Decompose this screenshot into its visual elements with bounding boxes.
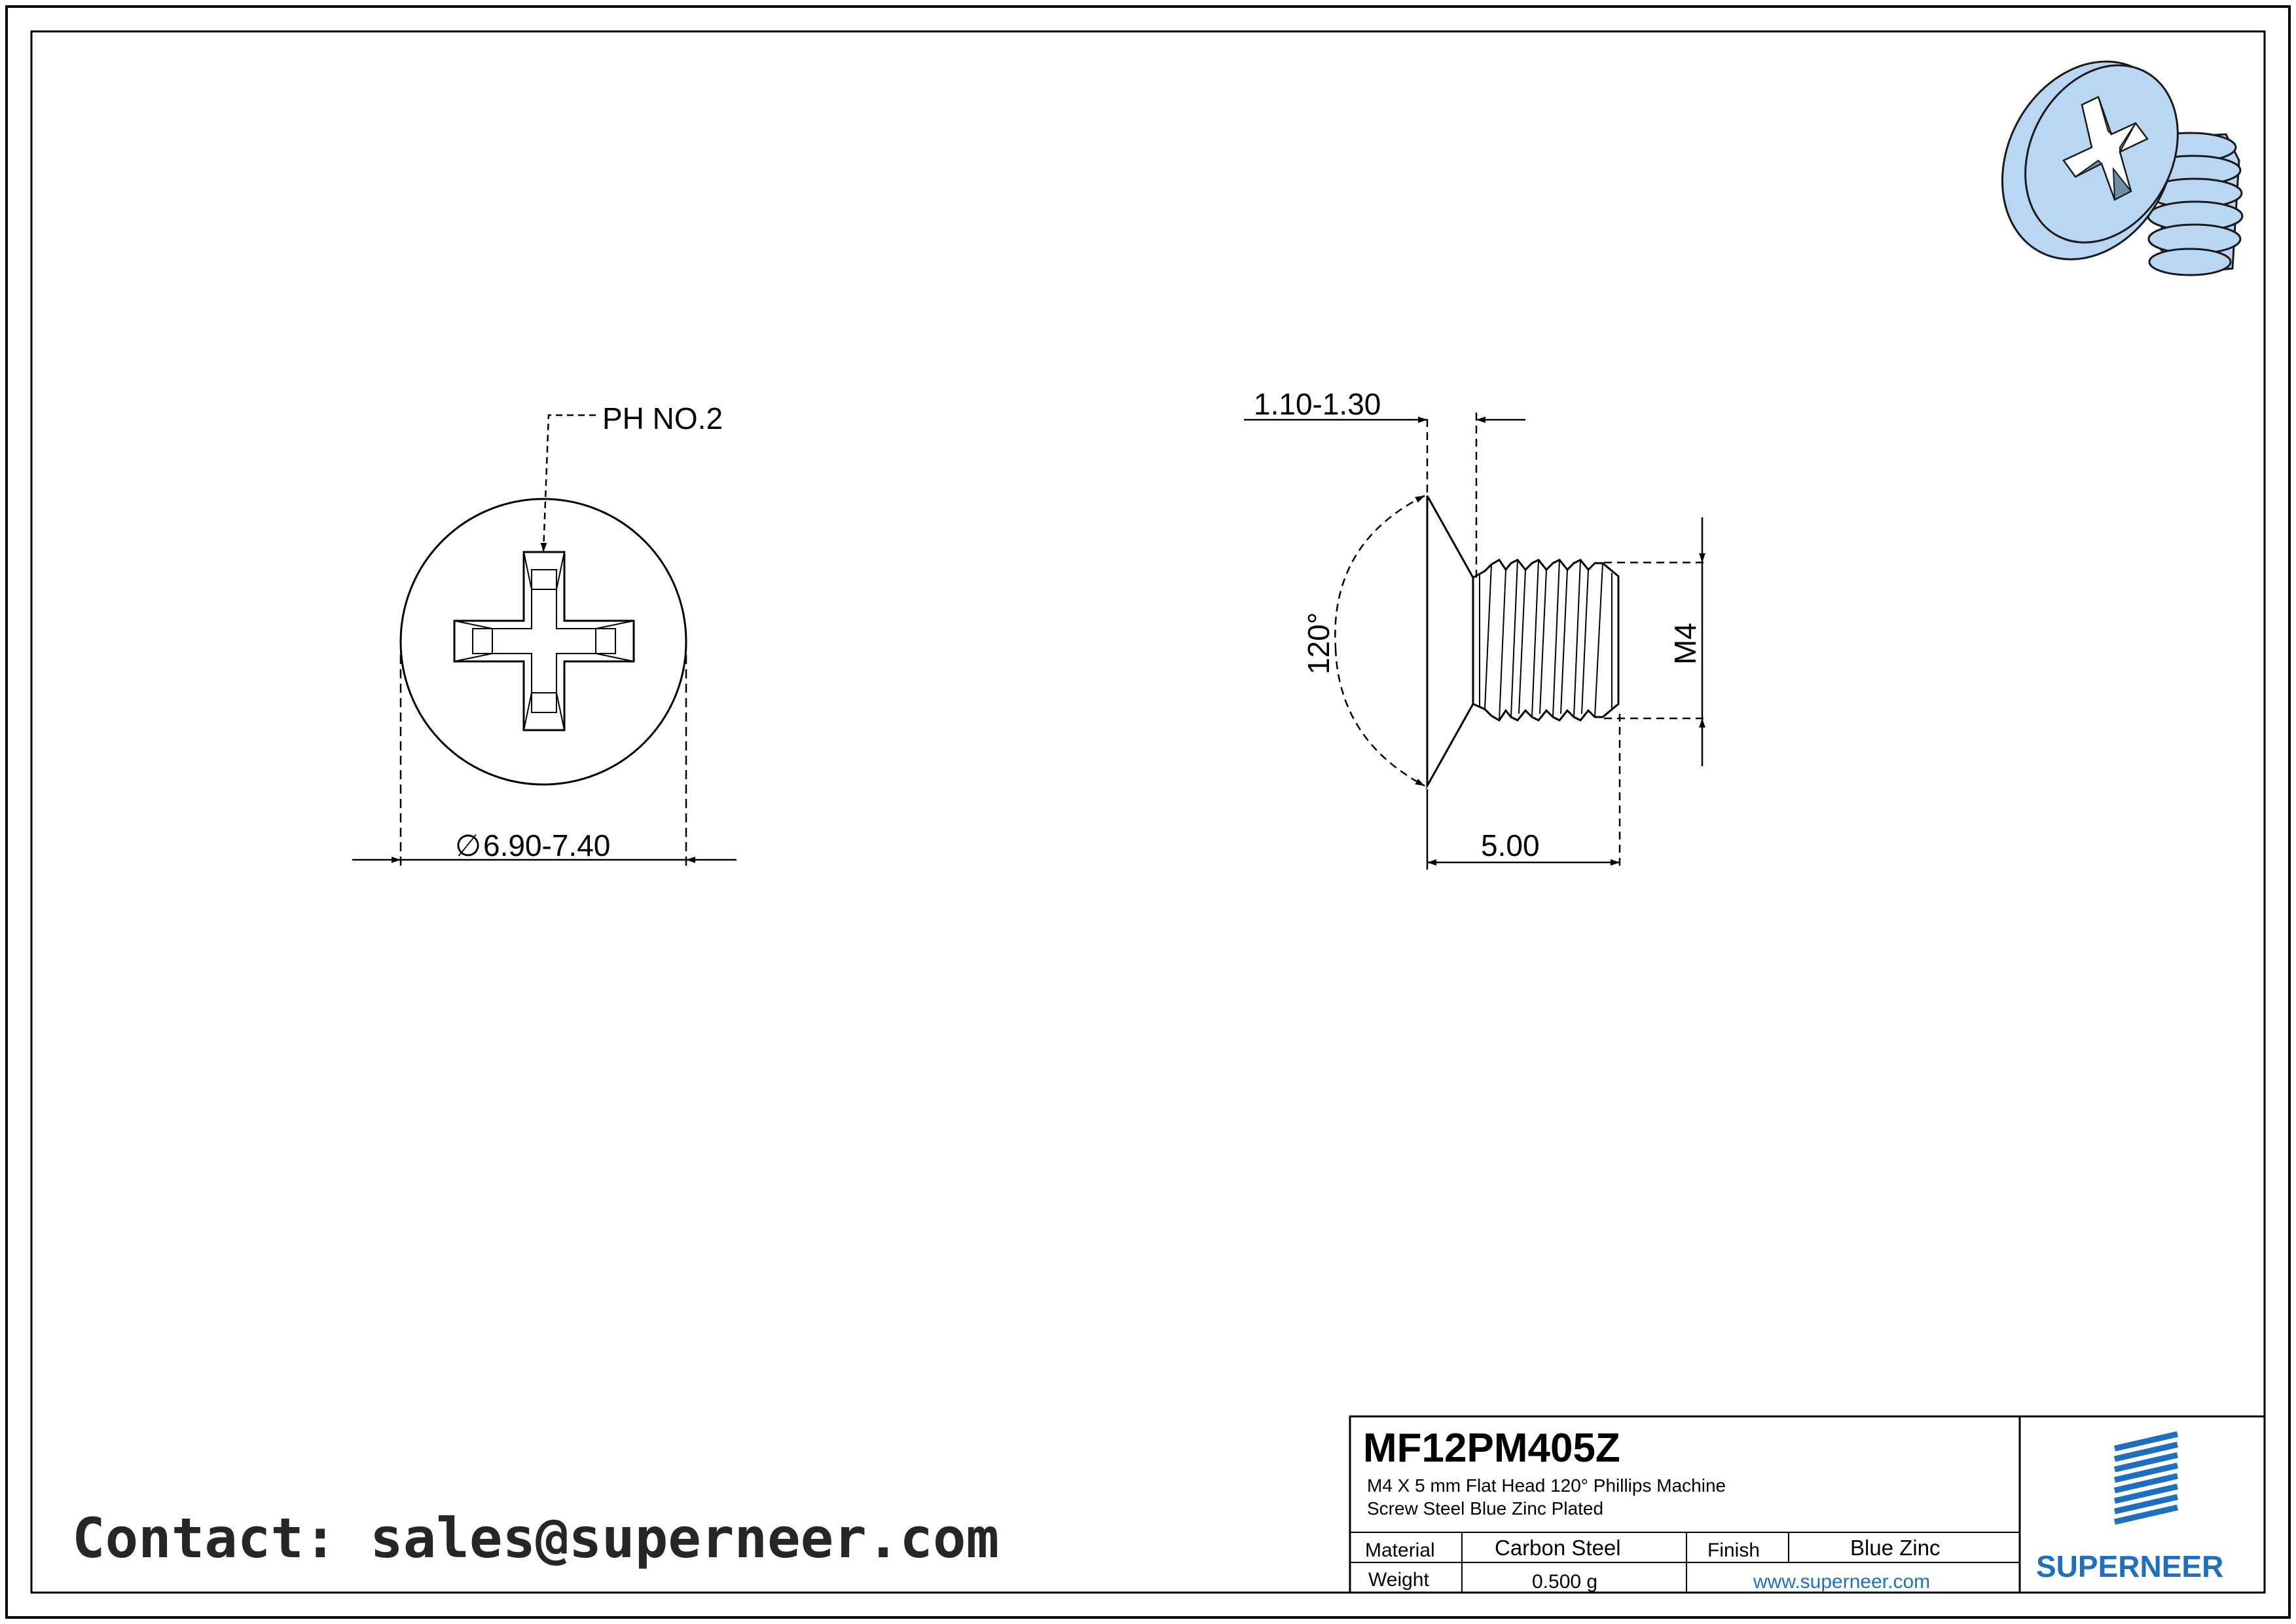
diameter-symbol: ∅ bbox=[455, 828, 481, 862]
length-dimension bbox=[1426, 714, 1621, 870]
description-line1: M4 X 5 mm Flat Head 120° Phillips Machin… bbox=[1367, 1475, 1726, 1496]
material-label: Material bbox=[1365, 1540, 1435, 1561]
head-height-dimension bbox=[1244, 413, 1525, 578]
contact-email[interactable]: Contact: sales@superneer.com bbox=[72, 1506, 1000, 1570]
drive-leader bbox=[540, 414, 596, 553]
thread-dimension bbox=[1604, 517, 1709, 766]
countersunk-head bbox=[1426, 495, 1474, 790]
inner-border bbox=[30, 30, 2266, 1594]
head-outline bbox=[399, 498, 687, 786]
finish-label: Finish bbox=[1707, 1540, 1760, 1561]
thread-label: M4 bbox=[1668, 623, 1702, 665]
website-link[interactable]: www.superneer.com bbox=[1753, 1571, 1930, 1593]
title-block bbox=[1349, 1415, 2266, 1594]
finish-value: Blue Zinc bbox=[1850, 1536, 1941, 1560]
diameter-dimension bbox=[352, 655, 737, 868]
description-line2: Screw Steel Blue Zinc Plated bbox=[1367, 1498, 1603, 1519]
angle-dimension bbox=[1334, 494, 1425, 787]
iso-screw-image bbox=[2001, 60, 2244, 276]
front-view bbox=[399, 498, 687, 786]
phillips-recess bbox=[453, 551, 635, 731]
length-label: 5.00 bbox=[1481, 828, 1540, 862]
angle-label: 120° bbox=[1302, 612, 1336, 674]
material-value: Carbon Steel bbox=[1495, 1536, 1621, 1560]
part-number: MF12PM405Z bbox=[1363, 1426, 1620, 1471]
head-height-label: 1.10-1.30 bbox=[1254, 387, 1381, 421]
threaded-shank bbox=[1472, 558, 1620, 722]
weight-label: Weight bbox=[1368, 1569, 1429, 1591]
superneer-logo-icon bbox=[2113, 1431, 2179, 1525]
weight-value: 0.500 g bbox=[1532, 1571, 1597, 1593]
title-block-frame bbox=[1349, 1415, 2266, 1594]
brand-name: SUPERNEER bbox=[2036, 1549, 2223, 1583]
side-view bbox=[1426, 495, 1620, 790]
diameter-label: 6.90-7.40 bbox=[483, 828, 610, 862]
outer-border bbox=[5, 5, 2291, 1619]
drive-type-label: PH NO.2 bbox=[602, 401, 723, 435]
